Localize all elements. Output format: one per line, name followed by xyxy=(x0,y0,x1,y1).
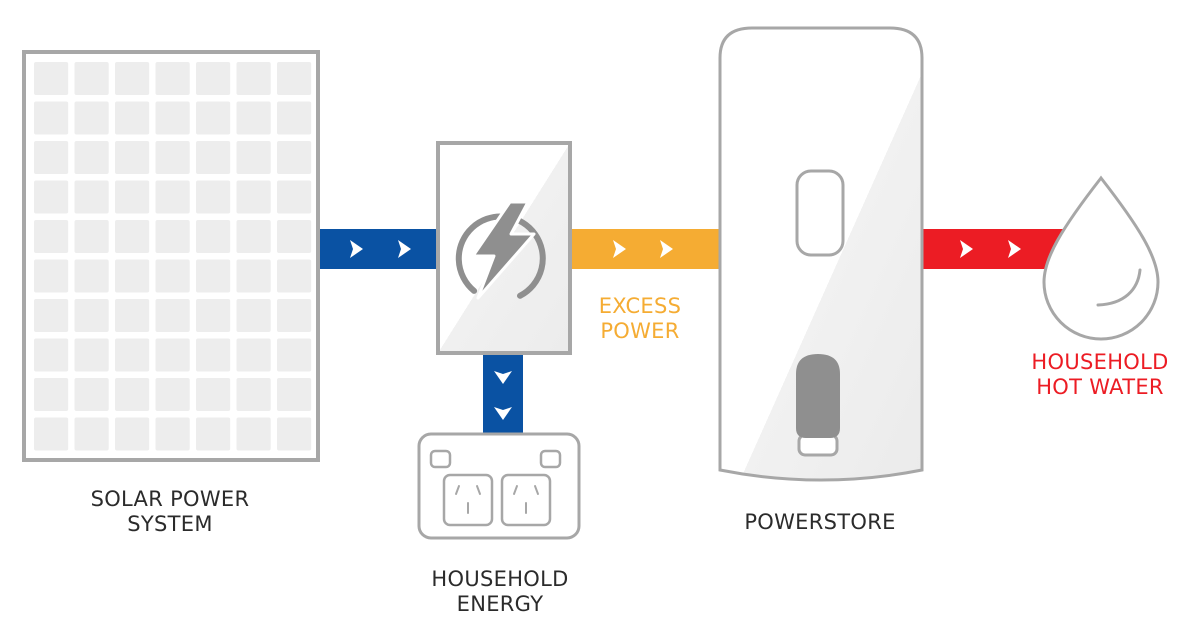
solar-cell xyxy=(196,220,231,253)
solar-panel-icon xyxy=(22,50,320,462)
solar-cell xyxy=(277,378,312,411)
solar-cell xyxy=(155,62,190,95)
solar-cell xyxy=(74,62,109,95)
solar-cell xyxy=(196,180,231,214)
solar-cell xyxy=(74,378,109,411)
inverter-icon xyxy=(436,141,572,355)
solar-cell xyxy=(74,259,109,293)
solar-power-system-label: SOLAR POWER SYSTEM xyxy=(90,487,250,536)
solar-cell xyxy=(74,180,109,214)
solar-cell xyxy=(74,299,109,332)
solar-cell xyxy=(196,378,231,411)
solar-cell xyxy=(34,259,69,293)
solar-cell xyxy=(277,338,312,372)
solar-cell xyxy=(236,259,271,293)
solar-cell xyxy=(236,338,271,372)
solar-cell xyxy=(34,180,69,214)
solar-cell xyxy=(34,62,69,95)
solar-cell xyxy=(115,180,150,214)
solar-cell xyxy=(115,220,150,253)
solar-cell xyxy=(115,417,150,451)
lightning-bolt-icon xyxy=(471,200,536,300)
solar-cell xyxy=(277,62,312,95)
solar-cell xyxy=(115,101,150,135)
excess-power-flow-band xyxy=(570,229,720,269)
solar-cell xyxy=(196,338,231,372)
solar-cell xyxy=(34,417,69,451)
hot-water-flow-band xyxy=(922,229,1064,269)
solar-cell xyxy=(277,220,312,253)
solar-cell xyxy=(74,141,109,174)
solar-cell xyxy=(74,417,109,451)
solar-cell xyxy=(34,141,69,174)
arrow-right-icon xyxy=(398,240,411,258)
household-energy-flow-band xyxy=(483,354,523,434)
solar-cell xyxy=(236,141,271,174)
solar-cell xyxy=(277,101,312,135)
solar-cell xyxy=(155,101,190,135)
solar-cell xyxy=(277,180,312,214)
water-drop-icon xyxy=(1042,175,1160,341)
solar-cell xyxy=(236,62,271,95)
solar-cell xyxy=(236,417,271,451)
arrow-right-icon xyxy=(1008,240,1021,258)
solar-cell xyxy=(34,378,69,411)
solar-cell xyxy=(155,180,190,214)
solar-cell xyxy=(236,220,271,253)
solar-cell xyxy=(196,299,231,332)
solar-cell xyxy=(277,259,312,293)
solar-cell xyxy=(115,141,150,174)
arrow-down-icon xyxy=(494,407,512,420)
solar-cell xyxy=(34,338,69,372)
solar-panel-cells xyxy=(34,62,312,451)
solar-cell xyxy=(155,220,190,253)
household-energy-label: HOUSEHOLD ENERGY xyxy=(431,567,569,616)
solar-cell xyxy=(196,259,231,293)
solar-cell xyxy=(115,378,150,411)
solar-cell xyxy=(34,220,69,253)
powerstore-label: POWERSTORE xyxy=(744,510,896,534)
household-hot-water-label: HOUSEHOLD HOT WATER xyxy=(1031,350,1169,399)
arrow-right-icon xyxy=(350,240,363,258)
solar-cell xyxy=(34,101,69,135)
solar-flow-band xyxy=(320,229,438,269)
solar-cell xyxy=(74,220,109,253)
solar-cell xyxy=(236,180,271,214)
solar-cell xyxy=(196,62,231,95)
solar-cell xyxy=(196,417,231,451)
solar-cell xyxy=(196,101,231,135)
solar-cell xyxy=(74,338,109,372)
solar-cell xyxy=(115,299,150,332)
solar-cell xyxy=(115,259,150,293)
arrow-right-icon xyxy=(660,240,673,258)
solar-cell xyxy=(155,299,190,332)
solar-cell xyxy=(277,141,312,174)
solar-cell xyxy=(236,378,271,411)
arrow-down-icon xyxy=(494,371,512,384)
water-tank-icon xyxy=(718,26,924,482)
solar-cell xyxy=(196,141,231,174)
solar-cell xyxy=(34,299,69,332)
solar-cell xyxy=(277,417,312,451)
solar-cell xyxy=(155,417,190,451)
solar-cell xyxy=(236,101,271,135)
solar-cell xyxy=(155,141,190,174)
solar-cell xyxy=(155,378,190,411)
solar-cell xyxy=(155,338,190,372)
solar-cell xyxy=(115,62,150,95)
solar-cell xyxy=(115,338,150,372)
solar-cell xyxy=(236,299,271,332)
arrow-right-icon xyxy=(613,240,626,258)
solar-cell xyxy=(74,101,109,135)
arrow-right-icon xyxy=(960,240,973,258)
excess-power-label: EXCESS POWER xyxy=(598,294,682,343)
solar-cell xyxy=(277,299,312,332)
solar-cell xyxy=(155,259,190,293)
power-outlet-icon xyxy=(417,432,581,540)
